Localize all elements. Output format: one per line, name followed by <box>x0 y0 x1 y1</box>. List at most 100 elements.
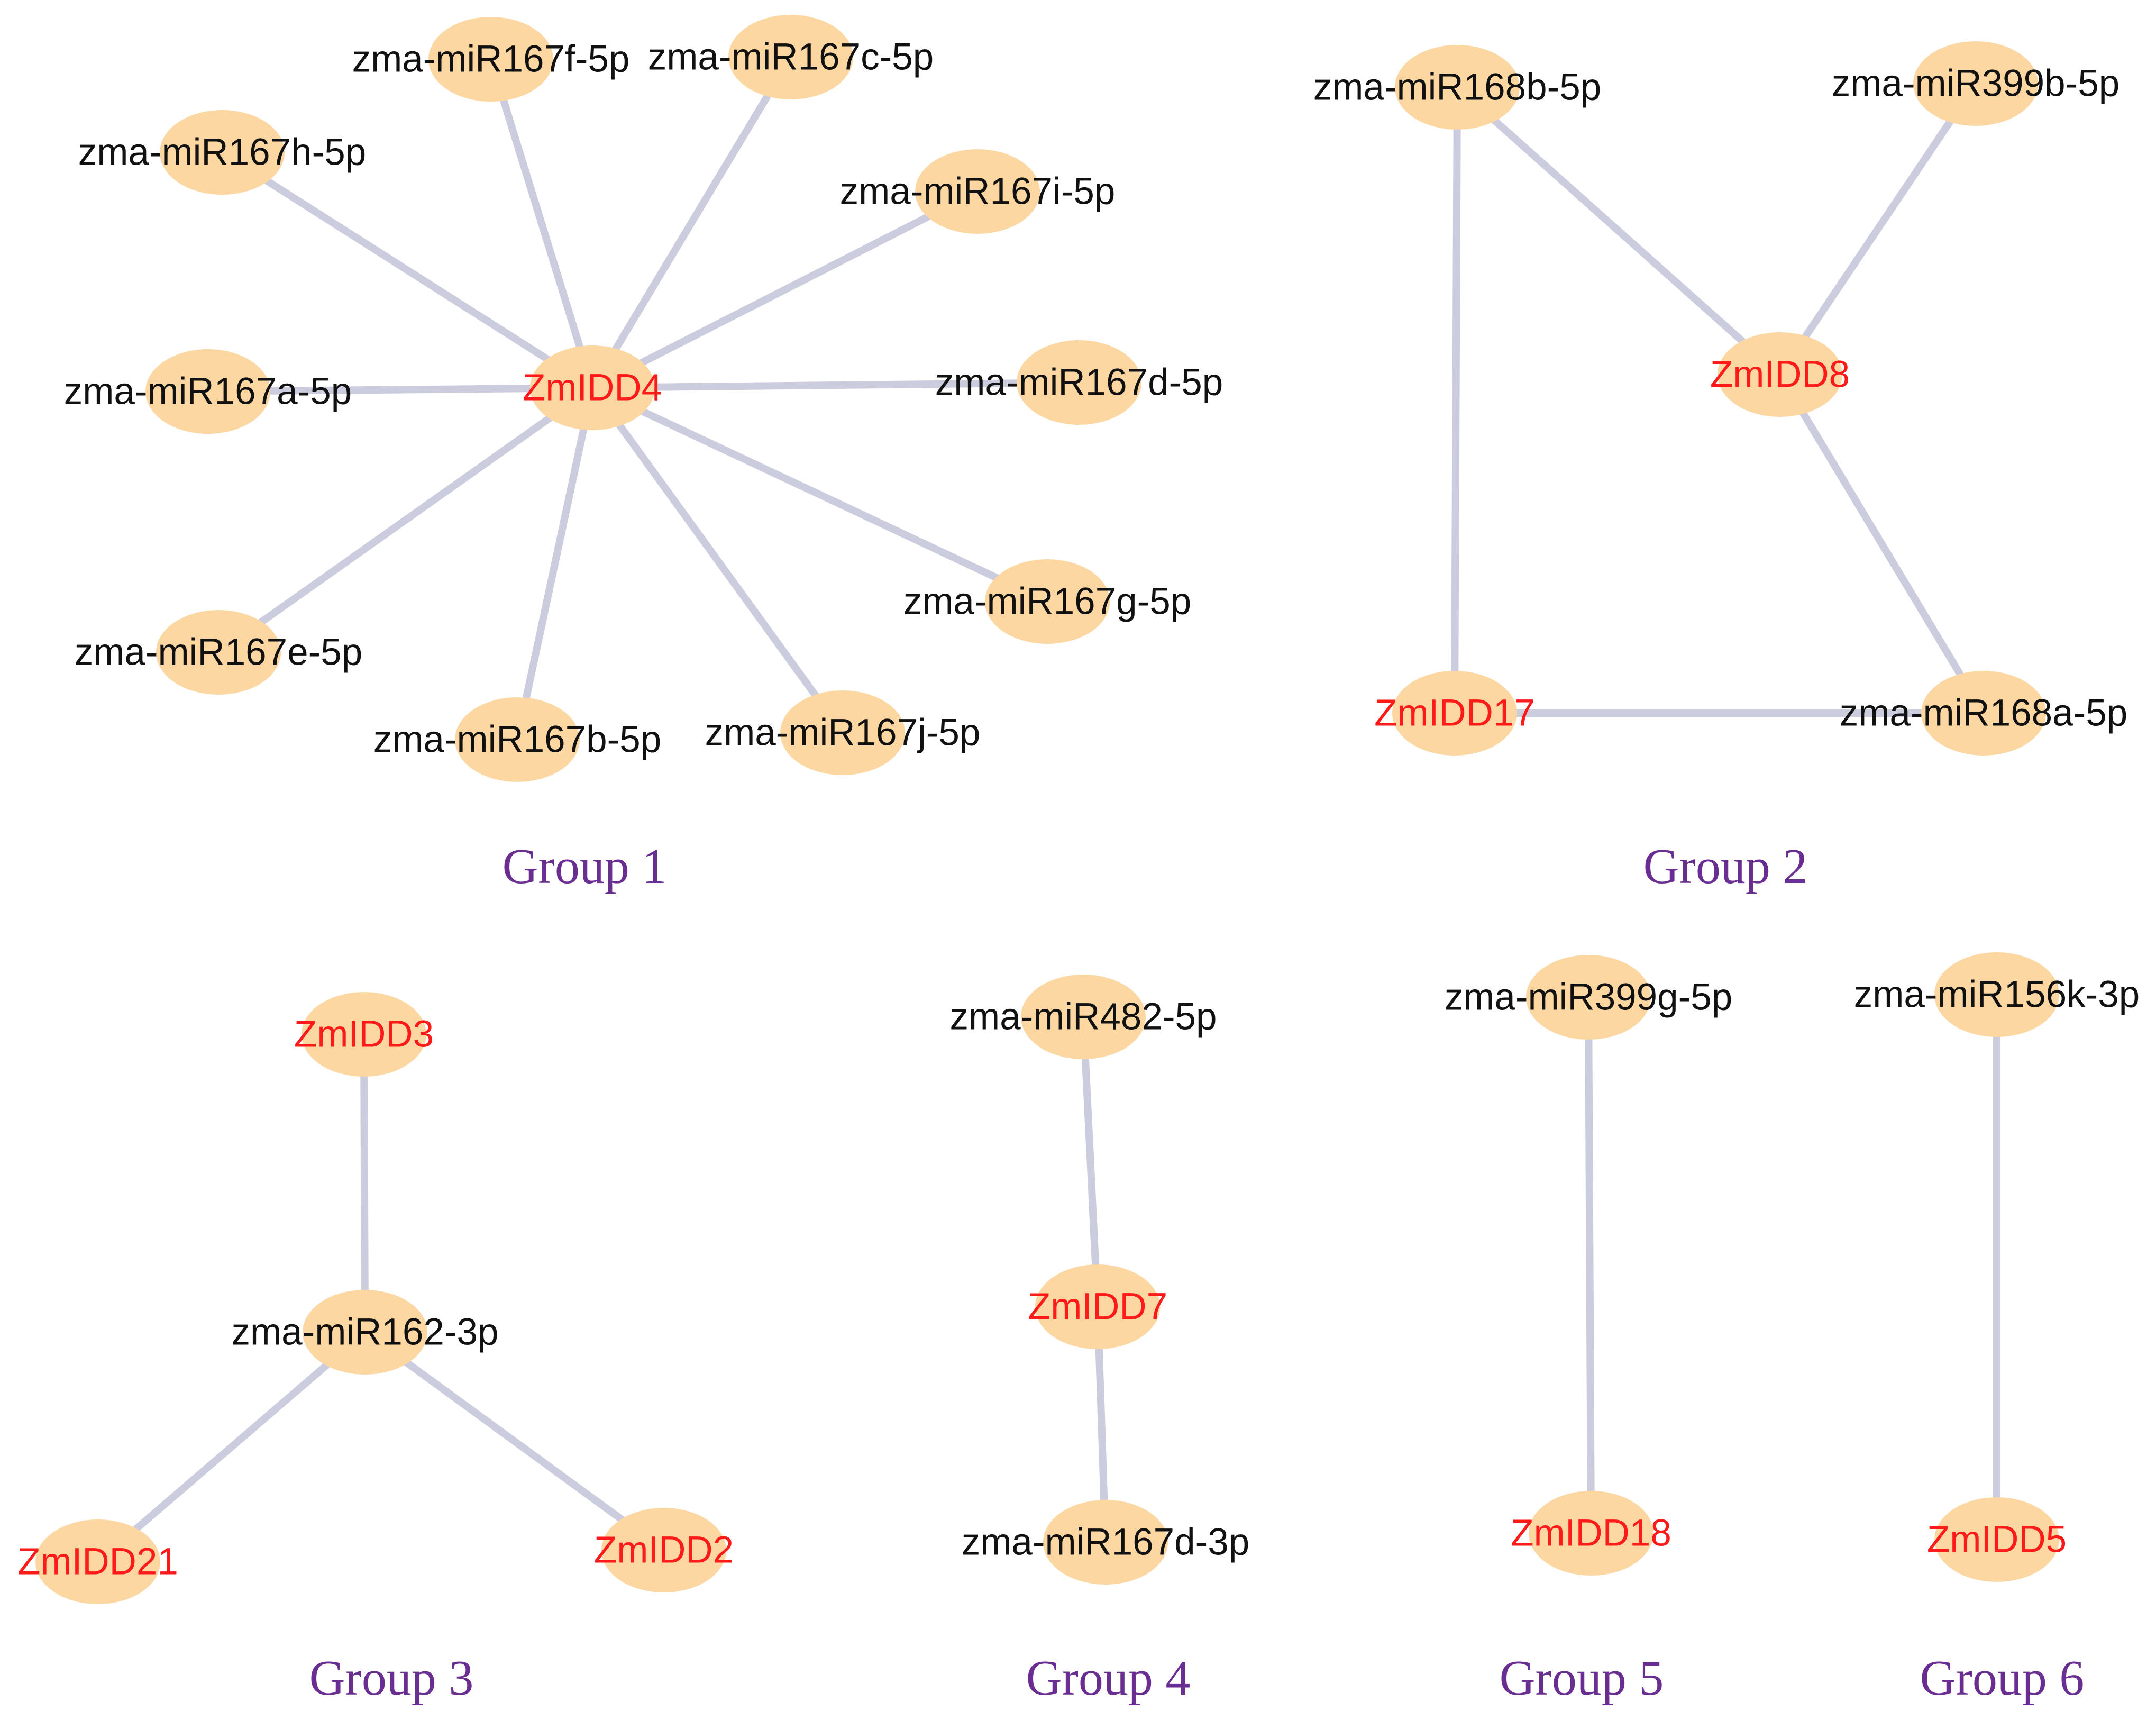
node-ellipse-mir167d5p <box>1017 340 1141 425</box>
node-mir167i5p: zma-miR167i-5p <box>840 149 1116 234</box>
node-label-zmidd18: ZmIDD18 <box>1511 1513 1671 1554</box>
node-label-mir167d3p: zma-miR167d-3p <box>962 1522 1250 1563</box>
group-2-label: Group 2 <box>1643 839 1808 894</box>
node-ellipse-mir167j5p <box>780 690 905 775</box>
edge-zmidd8-mir168a5p <box>1777 372 1987 715</box>
edge-zmidd4-mir167i5p <box>590 188 980 392</box>
node-mir167b5p: zma-miR167b-5p <box>373 697 662 782</box>
node-label-mir167d5p: zma-miR167d-5p <box>935 362 1223 404</box>
node-label-mir167e5p: zma-miR167e-5p <box>75 632 363 674</box>
edges-layer <box>95 55 2000 1565</box>
node-zmidd17: ZmIDD17 <box>1374 671 1535 756</box>
group-6-label: Group 6 <box>1920 1651 2085 1706</box>
node-zmidd5: ZmIDD5 <box>1927 1497 2067 1582</box>
node-ellipse-mir399g5p <box>1526 955 1651 1040</box>
node-label-zmidd2: ZmIDD2 <box>594 1530 734 1571</box>
edge-mir399g5p-zmidd18 <box>1585 997 1595 1534</box>
edge-zmidd3-mir1623p <box>360 1034 369 1333</box>
edge-mir399b5p-zmidd8 <box>1777 81 1979 377</box>
node-ellipse-mir167g5p <box>985 559 1110 644</box>
edge-zmidd4-mir167a5p <box>207 384 593 395</box>
node-ellipse-mir167c5p <box>728 15 853 99</box>
node-ellipse-zmidd2 <box>601 1508 726 1592</box>
node-ellipse-zmidd21 <box>35 1519 160 1604</box>
node-ellipse-mir156k3p <box>1934 952 2059 1037</box>
edge-zmidd4-mir167j5p <box>589 385 846 735</box>
edge-mir168b5p-zmidd8 <box>1455 84 1783 378</box>
node-label-mir167f5p: zma-miR167f-5p <box>352 39 630 80</box>
node-label-zmidd17: ZmIDD17 <box>1374 693 1535 734</box>
node-mir167d3p: zma-miR167d-3p <box>962 1500 1250 1585</box>
node-zmidd21: ZmIDD21 <box>17 1519 178 1604</box>
node-zmidd8: ZmIDD8 <box>1710 332 1850 417</box>
edge-mir4825p-zmidd7 <box>1080 1016 1101 1307</box>
node-ellipse-mir168b5p <box>1395 45 1520 130</box>
node-label-mir4825p: zma-miR482-5p <box>949 996 1217 1038</box>
node-label-mir167b5p: zma-miR167b-5p <box>373 719 662 761</box>
node-mir399b5p: zma-miR399b-5p <box>1832 41 2120 126</box>
node-label-mir167h5p: zma-miR167h-5p <box>78 132 367 174</box>
node-mir156k3p: zma-miR156k-3p <box>1854 952 2140 1037</box>
node-label-mir167g5p: zma-miR167g-5p <box>903 581 1192 623</box>
node-ellipse-mir167a5p <box>145 349 270 434</box>
node-mir167d5p: zma-miR167d-5p <box>935 340 1223 425</box>
node-mir167g5p: zma-miR167g-5p <box>903 559 1192 644</box>
edge-mir168b5p-zmidd17 <box>1451 87 1461 714</box>
node-mir167f5p: zma-miR167f-5p <box>352 17 630 102</box>
node-ellipse-zmidd5 <box>1934 1497 2059 1582</box>
edge-zmidd4-mir167e5p <box>216 385 595 656</box>
node-ellipse-mir167i5p <box>915 149 1040 234</box>
node-label-mir167a5p: zma-miR167a-5p <box>64 371 352 413</box>
node-label-zmidd5: ZmIDD5 <box>1927 1519 2067 1561</box>
node-label-mir167i5p: zma-miR167i-5p <box>840 171 1116 213</box>
group-4-label: Group 4 <box>1026 1651 1191 1706</box>
node-ellipse-zmidd18 <box>1529 1491 1653 1576</box>
edge-mir1623p-zmidd2 <box>362 1329 666 1553</box>
node-zmidd7: ZmIDD7 <box>1028 1264 1167 1349</box>
node-mir1623p: zma-miR162-3p <box>231 1290 499 1375</box>
node-label-zmidd3: ZmIDD3 <box>294 1014 434 1055</box>
node-ellipse-zmidd8 <box>1718 332 1842 417</box>
node-label-mir167c5p: zma-miR167c-5p <box>648 37 934 78</box>
node-zmidd18: ZmIDD18 <box>1511 1491 1671 1576</box>
edge-zmidd4-mir167f5p <box>487 58 596 389</box>
edge-zmidd4-mir167d5p <box>592 379 1080 392</box>
edge-zmidd4-mir167c5p <box>589 55 794 390</box>
nodes-layer: ZmIDD4 zma-miR167f-5p zma-miR167c-5p zma-mi… <box>17 15 2140 1604</box>
node-ellipse-mir168a5p <box>1921 671 2046 756</box>
node-label-zmidd8: ZmIDD8 <box>1710 354 1850 396</box>
node-ellipse-zmidd3 <box>302 992 426 1077</box>
node-ellipse-mir1623p <box>303 1290 427 1375</box>
node-ellipse-mir167d3p <box>1043 1500 1168 1585</box>
node-label-mir167j5p: zma-miR167j-5p <box>705 712 981 754</box>
node-mir167j5p: zma-miR167j-5p <box>705 690 981 775</box>
node-ellipse-mir167e5p <box>156 610 281 695</box>
node-label-mir168b5p: zma-miR168b-5p <box>1313 67 1602 108</box>
node-ellipse-mir167h5p <box>160 110 285 195</box>
node-label-zmidd7: ZmIDD7 <box>1028 1286 1167 1328</box>
node-zmidd2: ZmIDD2 <box>594 1508 734 1592</box>
node-label-mir1623p: zma-miR162-3p <box>231 1312 498 1353</box>
edge-zmidd4-mir167b5p <box>514 387 596 741</box>
node-zmidd4: ZmIDD4 <box>523 345 662 430</box>
group-labels: Group 1 Group 2 Group 3 Group 4 Group 5 … <box>309 839 2085 1706</box>
node-label-zmidd4: ZmIDD4 <box>523 367 662 409</box>
node-mir4825p: zma-miR482-5p <box>949 975 1217 1059</box>
node-label-mir156k3p: zma-miR156k-3p <box>1854 974 2140 1016</box>
node-ellipse-mir167b5p <box>455 697 580 782</box>
node-ellipse-zmidd17 <box>1392 671 1517 756</box>
group-5-label: Group 5 <box>1500 1651 1664 1706</box>
group-1-label: Group 1 <box>503 839 667 894</box>
node-ellipse-mir167f5p <box>428 17 553 102</box>
node-label-zmidd21: ZmIDD21 <box>17 1541 178 1583</box>
node-zmidd3: ZmIDD3 <box>294 992 434 1077</box>
edge-zmidd4-mir167g5p <box>591 384 1049 605</box>
edge-zmidd4-mir167h5p <box>220 149 595 391</box>
node-label-mir399b5p: zma-miR399b-5p <box>1832 63 2120 105</box>
node-ellipse-zmidd7 <box>1035 1264 1160 1349</box>
node-label-mir168a5p: zma-miR168a-5p <box>1840 693 2128 734</box>
node-mir168a5p: zma-miR168a-5p <box>1840 671 2128 756</box>
node-mir168b5p: zma-miR168b-5p <box>1313 45 1602 130</box>
